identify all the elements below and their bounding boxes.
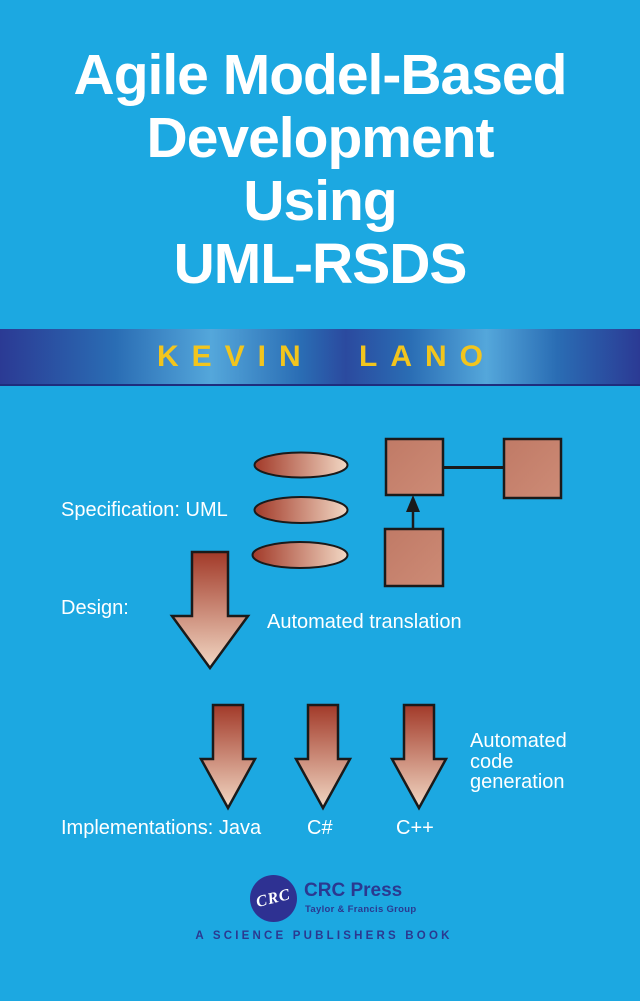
design-label: Design: (61, 597, 129, 619)
up-arrowhead-icon (406, 495, 420, 512)
automated-translation-label: Automated translation (267, 611, 462, 633)
codegen-line: Automated (470, 730, 567, 752)
title-line: UML-RSDS (173, 232, 468, 296)
publisher-name: CRC Press (304, 880, 403, 901)
book-title: Agile Model-Based Development Using UML-… (0, 44, 640, 296)
big-down-arrow-icon (169, 550, 251, 671)
title-line: Development (146, 106, 495, 170)
cpp-label: C++ (396, 817, 434, 839)
title-line: Using (243, 169, 397, 233)
csharp-label: C# (307, 817, 333, 839)
usecase-ellipse (253, 451, 349, 479)
automated-code-generation-label: Automated code generation (470, 731, 567, 793)
class-box (502, 437, 563, 500)
usecase-ellipse (251, 541, 349, 569)
crc-monogram: CRC (254, 885, 293, 911)
publisher-tagline: A SCIENCE PUBLISHERS BOOK (195, 930, 453, 942)
codegen-line: generation (470, 771, 565, 793)
mdd-process-diagram (169, 437, 563, 811)
down-arrow-icon (389, 703, 449, 811)
class-box (384, 437, 445, 497)
implementations-label: Implementations: Java (61, 817, 262, 839)
author-band: KEVIN LANO (0, 329, 640, 386)
usecase-ellipse (253, 496, 349, 524)
specification-label: Specification: UML (61, 499, 228, 521)
down-arrow-icon (293, 703, 353, 811)
crc-press-logo-icon: CRC (250, 875, 297, 922)
title-line: Agile Model-Based (73, 43, 568, 107)
publisher-group-name: Taylor & Francis Group (305, 904, 417, 915)
author-name: KEVIN LANO (156, 339, 496, 373)
codegen-line: code (470, 750, 514, 773)
down-arrow-icon (198, 703, 258, 811)
class-box (383, 527, 445, 588)
